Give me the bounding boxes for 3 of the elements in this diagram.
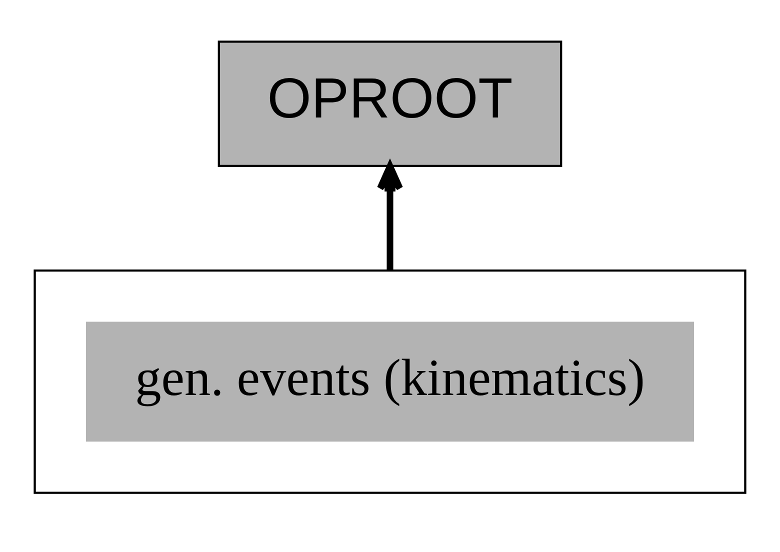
node-box: OPROOT: [218, 40, 562, 168]
cluster: [34, 269, 746, 494]
node-box: gen. events (kinematics): [86, 322, 694, 442]
